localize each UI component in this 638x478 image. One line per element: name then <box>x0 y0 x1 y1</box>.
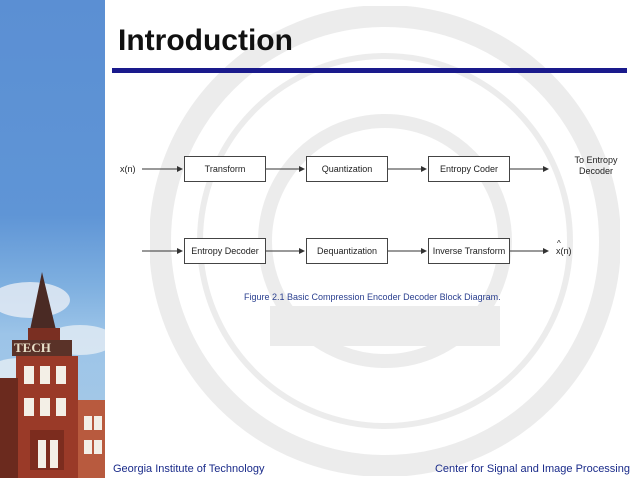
page-title: Introduction <box>118 24 293 57</box>
entropy-coder-block: Entropy Coder <box>428 156 510 182</box>
block-diagram: x(n) Transform Quantization Entropy Code… <box>108 140 628 290</box>
encoder-output-line1: To Entropy <box>574 155 618 165</box>
footer-institution: Georgia Institute of Technology <box>113 463 265 475</box>
svg-text:TECH: TECH <box>14 340 51 355</box>
inverse-transform-block: Inverse Transform <box>428 238 510 264</box>
transform-block: Transform <box>184 156 266 182</box>
tech-tower-icon: TECH <box>0 0 105 478</box>
output-hat-symbol: ^ <box>557 239 561 248</box>
encoder-output-label: To Entropy Decoder <box>570 155 622 177</box>
quantization-block: Quantization <box>306 156 388 182</box>
footer-center: Center for Signal and Image Processing <box>434 463 630 475</box>
encoder-output-line2: Decoder <box>578 166 614 176</box>
diagram-connectors <box>142 166 549 254</box>
dequantization-block: Dequantization <box>306 238 388 264</box>
figure-caption: Figure 2.1 Basic Compression Encoder Dec… <box>244 292 501 302</box>
input-signal-label: x(n) <box>120 164 136 174</box>
title-divider <box>112 68 627 73</box>
entropy-decoder-block: Entropy Decoder <box>184 238 266 264</box>
output-signal-label: x(n) <box>556 246 572 256</box>
